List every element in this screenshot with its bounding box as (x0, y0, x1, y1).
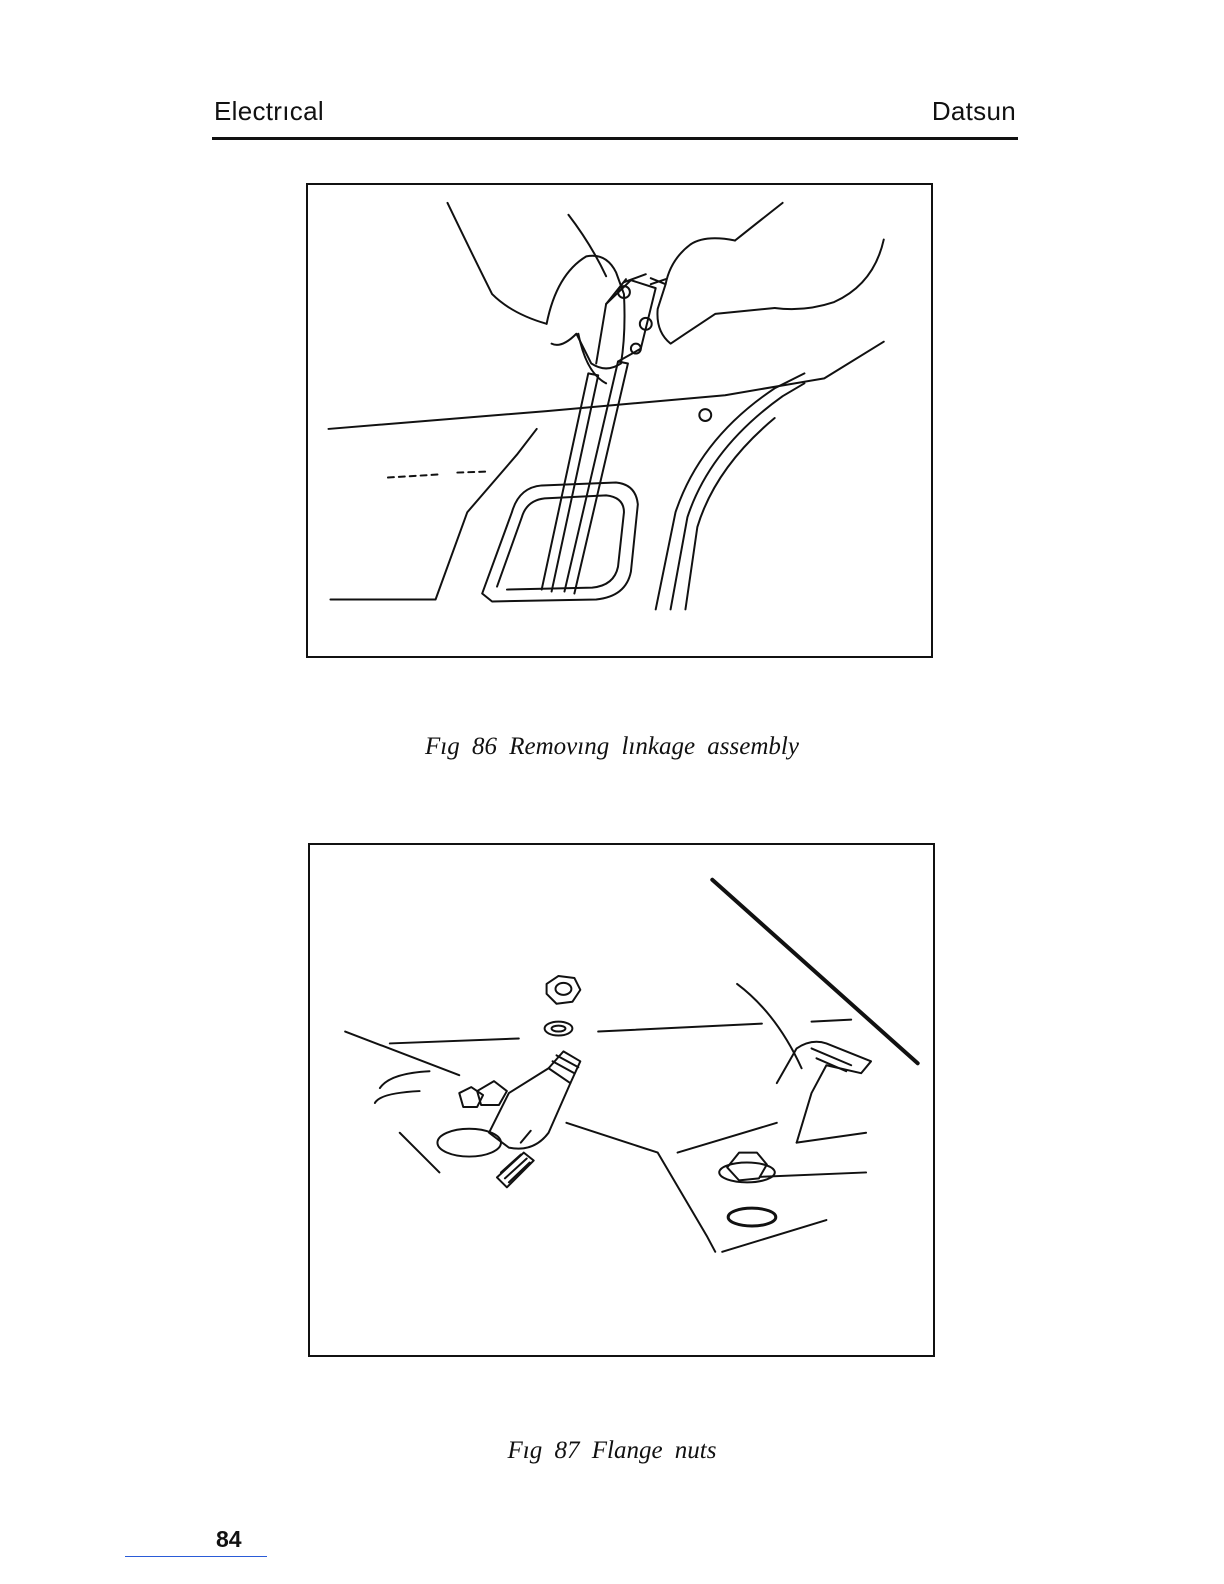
figure-86-caption: Fıg 86 Removıng lınkage assembly (0, 733, 1224, 761)
header-rule (212, 137, 1018, 140)
flange-nuts-drawing (310, 845, 933, 1355)
page-number: 84 (216, 1526, 242, 1553)
running-head: Electrıcal Datsun (212, 96, 1018, 130)
figure-86-illustration (306, 183, 933, 658)
linkage-removal-drawing (308, 185, 931, 656)
figure-87-caption: Fıg 87 Flange nuts (0, 1437, 1224, 1465)
footer-rule (125, 1556, 267, 1557)
section-title: Electrıcal (214, 96, 324, 127)
figure-87-illustration (308, 843, 935, 1357)
brand-title: Datsun (932, 96, 1016, 127)
